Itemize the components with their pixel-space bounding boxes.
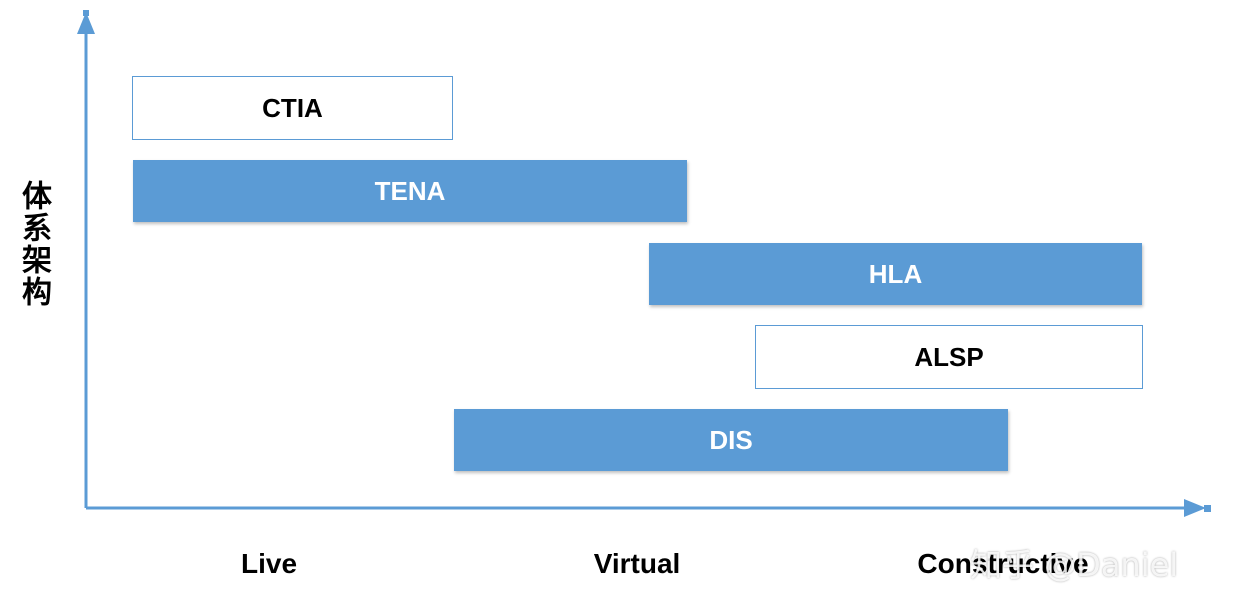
- x-tick-constructive: Constructive: [917, 548, 1089, 579]
- bar-ctia-label: CTIA: [262, 92, 323, 123]
- y-axis-end-marker: [83, 10, 89, 16]
- bar-alsp: ALSP: [755, 325, 1143, 389]
- x-axis-end-marker: [1204, 505, 1211, 512]
- bar-ctia: CTIA: [132, 76, 453, 140]
- y-axis-label: 体系架构: [16, 180, 51, 308]
- bar-dis: DIS: [454, 409, 1008, 471]
- watermark: 知乎 @Daniel: [970, 546, 1179, 584]
- x-axis-arrowhead: [1184, 499, 1206, 517]
- bar-hla-label: HLA: [868, 258, 923, 289]
- bar-alsp-label: ALSP: [914, 341, 984, 372]
- y-axis-arrowhead: [77, 12, 95, 34]
- bar-hla: HLA: [649, 243, 1142, 305]
- bar-tena-label: TENA: [374, 175, 446, 206]
- bar-tena: TENA: [133, 160, 687, 222]
- bar-dis-label: DIS: [709, 424, 753, 455]
- x-tick-virtual: Virtual: [593, 548, 681, 579]
- x-tick-live: Live: [240, 548, 298, 579]
